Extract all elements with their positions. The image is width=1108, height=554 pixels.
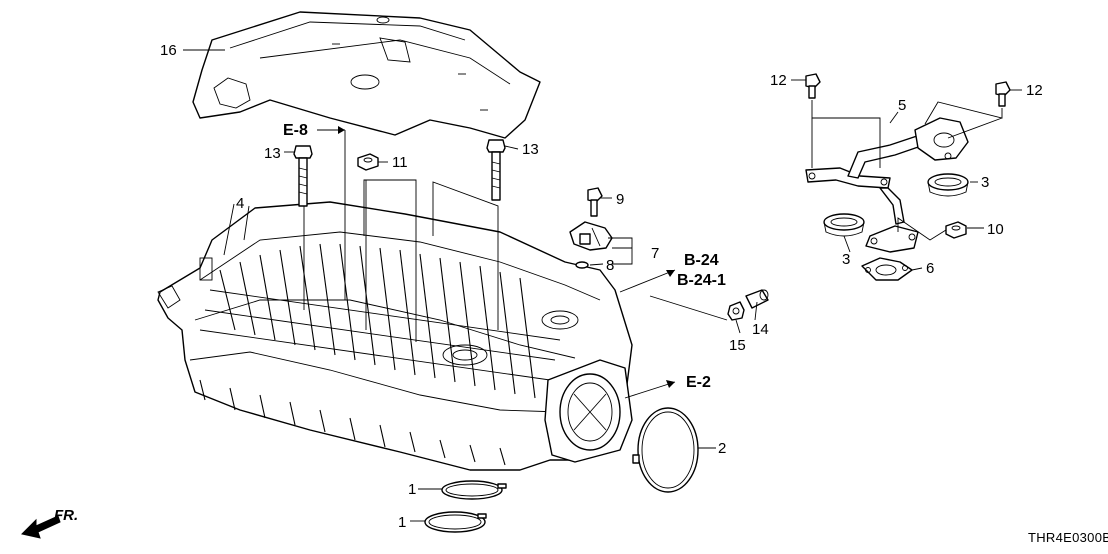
hose-14 <box>745 289 769 309</box>
callout-12-left: 12 <box>770 72 787 89</box>
callout-1-lower: 1 <box>398 514 406 531</box>
ref-e-2: E-2 <box>686 374 711 391</box>
o-ring-8 <box>575 261 589 269</box>
callout-13-left: 13 <box>264 145 281 162</box>
callout-labels: 16 13 13 11 4 9 7 8 14 15 2 1 1 12 12 5 … <box>160 42 1043 531</box>
front-indicator: FR. <box>21 507 78 539</box>
nut-11 <box>357 153 379 171</box>
pipe-5 <box>805 117 969 253</box>
nut-10 <box>945 221 967 239</box>
ref-e-8: E-8 <box>283 122 308 139</box>
ref-b-24-1: B-24-1 <box>677 272 726 289</box>
callout-6: 6 <box>926 260 934 277</box>
bolt-9 <box>587 187 603 217</box>
callout-4: 4 <box>236 195 244 212</box>
clip-15 <box>727 301 745 321</box>
gasket-6 <box>861 257 913 281</box>
callout-14: 14 <box>752 321 769 338</box>
callout-3-upper: 3 <box>981 174 989 191</box>
callout-2: 2 <box>718 440 726 457</box>
front-label: FR. <box>54 507 78 524</box>
section-references: E-8 B-24 B-24-1 E-2 <box>283 122 726 391</box>
ref-b-24: B-24 <box>684 252 719 269</box>
callout-5: 5 <box>898 97 906 114</box>
gasket-2 <box>632 407 699 493</box>
callout-15: 15 <box>729 337 746 354</box>
diagram-code: THR4E0300B <box>1028 530 1108 545</box>
front-arrow-icon <box>21 515 61 539</box>
callout-8: 8 <box>606 257 614 274</box>
callout-16: 16 <box>160 42 177 59</box>
seal-3-lower <box>823 213 865 237</box>
sensor-7 <box>569 221 613 251</box>
engine-cover-16 <box>192 11 541 139</box>
callout-12-right: 12 <box>1026 82 1043 99</box>
callout-11: 11 <box>392 154 408 171</box>
gasket-1-upper <box>441 480 507 500</box>
callout-9: 9 <box>616 191 624 208</box>
bolt-12-left <box>805 73 821 99</box>
callout-7: 7 <box>651 245 659 262</box>
intake-manifold-4 <box>157 201 633 471</box>
leader-lines <box>183 49 1022 522</box>
gasket-1-lower <box>424 511 487 533</box>
bolt-13-left <box>293 145 313 207</box>
bolt-12-right <box>995 81 1011 107</box>
callout-13-right: 13 <box>522 141 539 158</box>
callout-3-lower: 3 <box>842 251 850 268</box>
callout-10: 10 <box>987 221 1004 238</box>
callout-1-upper: 1 <box>408 481 416 498</box>
seal-3-upper <box>927 173 969 197</box>
bolt-13-right <box>486 139 506 201</box>
reference-arrows <box>338 126 675 388</box>
